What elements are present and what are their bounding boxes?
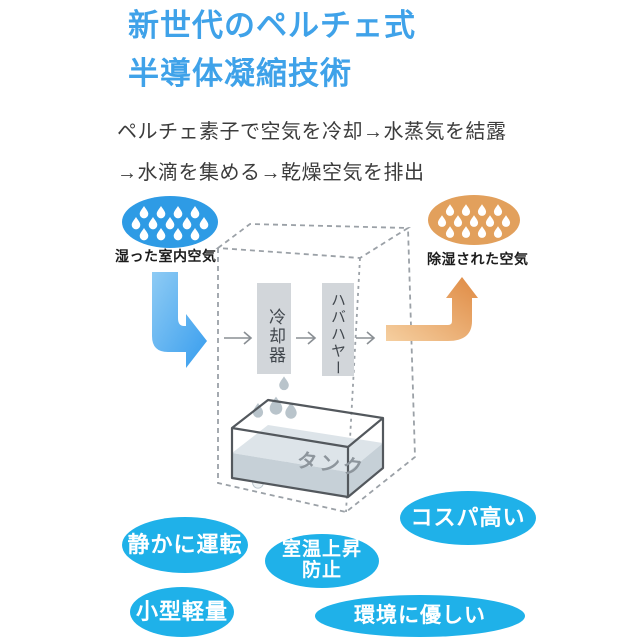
process-description: ペルチェ素子で空気を冷却→水蒸気を結露 →水滴を集める→乾燥空気を排出 [117,112,507,194]
badge-label: コスパ高い [410,504,526,530]
badge-label: 小型軽量 [135,598,228,624]
orange-elbow-arrow-icon [386,277,478,341]
blue-elbow-arrow-icon [152,272,207,368]
title-line-2: 半導体凝縮技術 [128,56,352,91]
subtitle-line-2: →水滴を集める→乾燥空気を排出 [117,162,425,184]
badge-compact-lightweight: 小型軽量 [130,587,234,637]
badge-no-room-temp-rise: 室温上昇 防止 [265,534,379,588]
page-title: 新世代のペルチェ式 半導体凝縮技術 [128,2,416,98]
badge-label-line1: 室温上昇 [281,539,362,561]
dehumidified-air-label: 除湿された空気 [427,251,529,267]
humid-air-label: 湿った室内空気 [115,248,217,264]
dehumidified-air-droplets-icon [428,195,520,245]
fan-box [322,283,354,376]
badge-quiet-operation: 静かに運転 [122,517,248,573]
cooler-label: 冷却器 [266,307,285,365]
badge-label-line2: 防止 [301,560,342,581]
water-tank [230,398,385,499]
badge-cost-performance: コスパ高い [400,491,536,545]
cooler-box [257,283,291,374]
flow-arrows [224,331,376,345]
fan-label: ハバハヤー [329,291,346,377]
subtitle-line-1: ペルチェ素子で空気を冷却→水蒸気を結露 [117,121,507,143]
badge-label: 環境に優しい [354,604,486,628]
badge-label: 静かに運転 [127,531,243,557]
title-line-1: 新世代のペルチェ式 [128,8,416,43]
humid-air-droplets-icon [122,196,218,248]
badge-eco-friendly: 環境に優しい [315,595,525,637]
